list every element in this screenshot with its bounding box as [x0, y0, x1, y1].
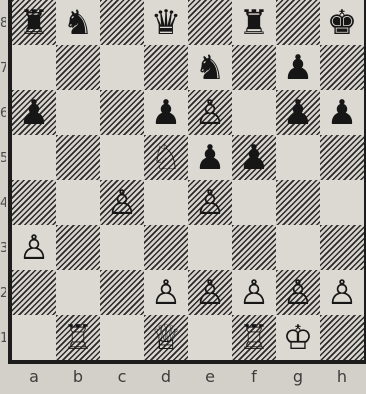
rank-label-5: 5: [0, 152, 6, 165]
square-d3[interactable]: [144, 225, 188, 270]
file-label-g: g: [278, 369, 318, 385]
white-pawn-e6-icon[interactable]: ♙: [188, 90, 232, 135]
square-c5[interactable]: [100, 135, 144, 180]
square-g5[interactable]: [276, 135, 320, 180]
square-b7[interactable]: [56, 45, 100, 90]
black-pawn-h6-icon[interactable]: ♟: [320, 90, 364, 135]
file-label-h: h: [322, 369, 362, 385]
square-c8[interactable]: [100, 0, 144, 45]
black-rook-f8-icon[interactable]: ♜: [232, 0, 276, 45]
square-b6[interactable]: [56, 90, 100, 135]
file-label-c: c: [102, 369, 142, 385]
square-f3[interactable]: [232, 225, 276, 270]
square-c3[interactable]: [100, 225, 144, 270]
square-d7[interactable]: [144, 45, 188, 90]
square-d4[interactable]: [144, 180, 188, 225]
file-label-a: a: [14, 369, 54, 385]
white-pawn-e4-icon[interactable]: ♙: [188, 180, 232, 225]
square-c6[interactable]: [100, 90, 144, 135]
white-pawn-f2-icon[interactable]: ♙: [232, 270, 276, 315]
square-f7[interactable]: [232, 45, 276, 90]
square-h4[interactable]: [320, 180, 364, 225]
black-rook-a8-icon[interactable]: ♜: [12, 0, 56, 45]
square-e8[interactable]: [188, 0, 232, 45]
file-label-e: e: [190, 369, 230, 385]
rank-label-7: 7: [0, 62, 6, 75]
white-pawn-c4-icon[interactable]: ♙: [100, 180, 144, 225]
white-queen-d1-icon[interactable]: ♕: [144, 315, 188, 360]
square-f4[interactable]: [232, 180, 276, 225]
file-label-f: f: [234, 369, 274, 385]
black-king-h8-icon[interactable]: ♚: [320, 0, 364, 45]
square-b5[interactable]: [56, 135, 100, 180]
square-h1[interactable]: [320, 315, 364, 360]
white-pawn-a3-icon[interactable]: ♙: [12, 225, 56, 270]
black-knight-b8-icon[interactable]: ♞: [56, 0, 100, 45]
white-pawn-d2-icon[interactable]: ♙: [144, 270, 188, 315]
rank-label-1: 1: [0, 332, 6, 345]
white-rook-f1-icon[interactable]: ♖: [232, 315, 276, 360]
square-b2[interactable]: [56, 270, 100, 315]
square-f6[interactable]: [232, 90, 276, 135]
black-pawn-a6-icon[interactable]: ♟: [12, 90, 56, 135]
black-pawn-f5-icon[interactable]: ♟: [232, 135, 276, 180]
rank-label-3: 3: [0, 242, 6, 255]
square-c7[interactable]: [100, 45, 144, 90]
square-a1[interactable]: [12, 315, 56, 360]
square-b3[interactable]: [56, 225, 100, 270]
black-pawn-e5-icon[interactable]: ♟: [188, 135, 232, 180]
square-e1[interactable]: [188, 315, 232, 360]
square-c1[interactable]: [100, 315, 144, 360]
square-g4[interactable]: [276, 180, 320, 225]
square-h5[interactable]: [320, 135, 364, 180]
black-queen-d8-icon[interactable]: ♛: [144, 0, 188, 45]
white-knight-d5-icon[interactable]: ♘: [144, 135, 188, 180]
black-pawn-d6-icon[interactable]: ♟: [144, 90, 188, 135]
black-pawn-g6-icon[interactable]: ♟: [276, 90, 320, 135]
white-rook-b1-icon[interactable]: ♖: [56, 315, 100, 360]
white-pawn-e2-icon[interactable]: ♙: [188, 270, 232, 315]
rank-label-8: 8: [0, 17, 6, 30]
square-a7[interactable]: [12, 45, 56, 90]
square-h7[interactable]: [320, 45, 364, 90]
square-g3[interactable]: [276, 225, 320, 270]
file-label-d: d: [146, 369, 186, 385]
chessboard: ♜♞♛♜♚♞♟♟♟♙♟♟♘♟♟♙♙♙♙♙♙♙♙♖♕♖♔: [12, 0, 364, 360]
white-pawn-g2-icon[interactable]: ♙: [276, 270, 320, 315]
black-knight-e7-icon[interactable]: ♞: [188, 45, 232, 90]
square-a4[interactable]: [12, 180, 56, 225]
square-e3[interactable]: [188, 225, 232, 270]
white-pawn-h2-icon[interactable]: ♙: [320, 270, 364, 315]
file-label-b: b: [58, 369, 98, 385]
rank-label-4: 4: [0, 197, 6, 210]
square-h3[interactable]: [320, 225, 364, 270]
white-king-g1-icon[interactable]: ♔: [276, 315, 320, 360]
black-pawn-g7-icon[interactable]: ♟: [276, 45, 320, 90]
square-c2[interactable]: [100, 270, 144, 315]
square-a5[interactable]: [12, 135, 56, 180]
square-b4[interactable]: [56, 180, 100, 225]
square-g8[interactable]: [276, 0, 320, 45]
square-a2[interactable]: [12, 270, 56, 315]
rank-label-6: 6: [0, 107, 6, 120]
rank-label-2: 2: [0, 287, 6, 300]
